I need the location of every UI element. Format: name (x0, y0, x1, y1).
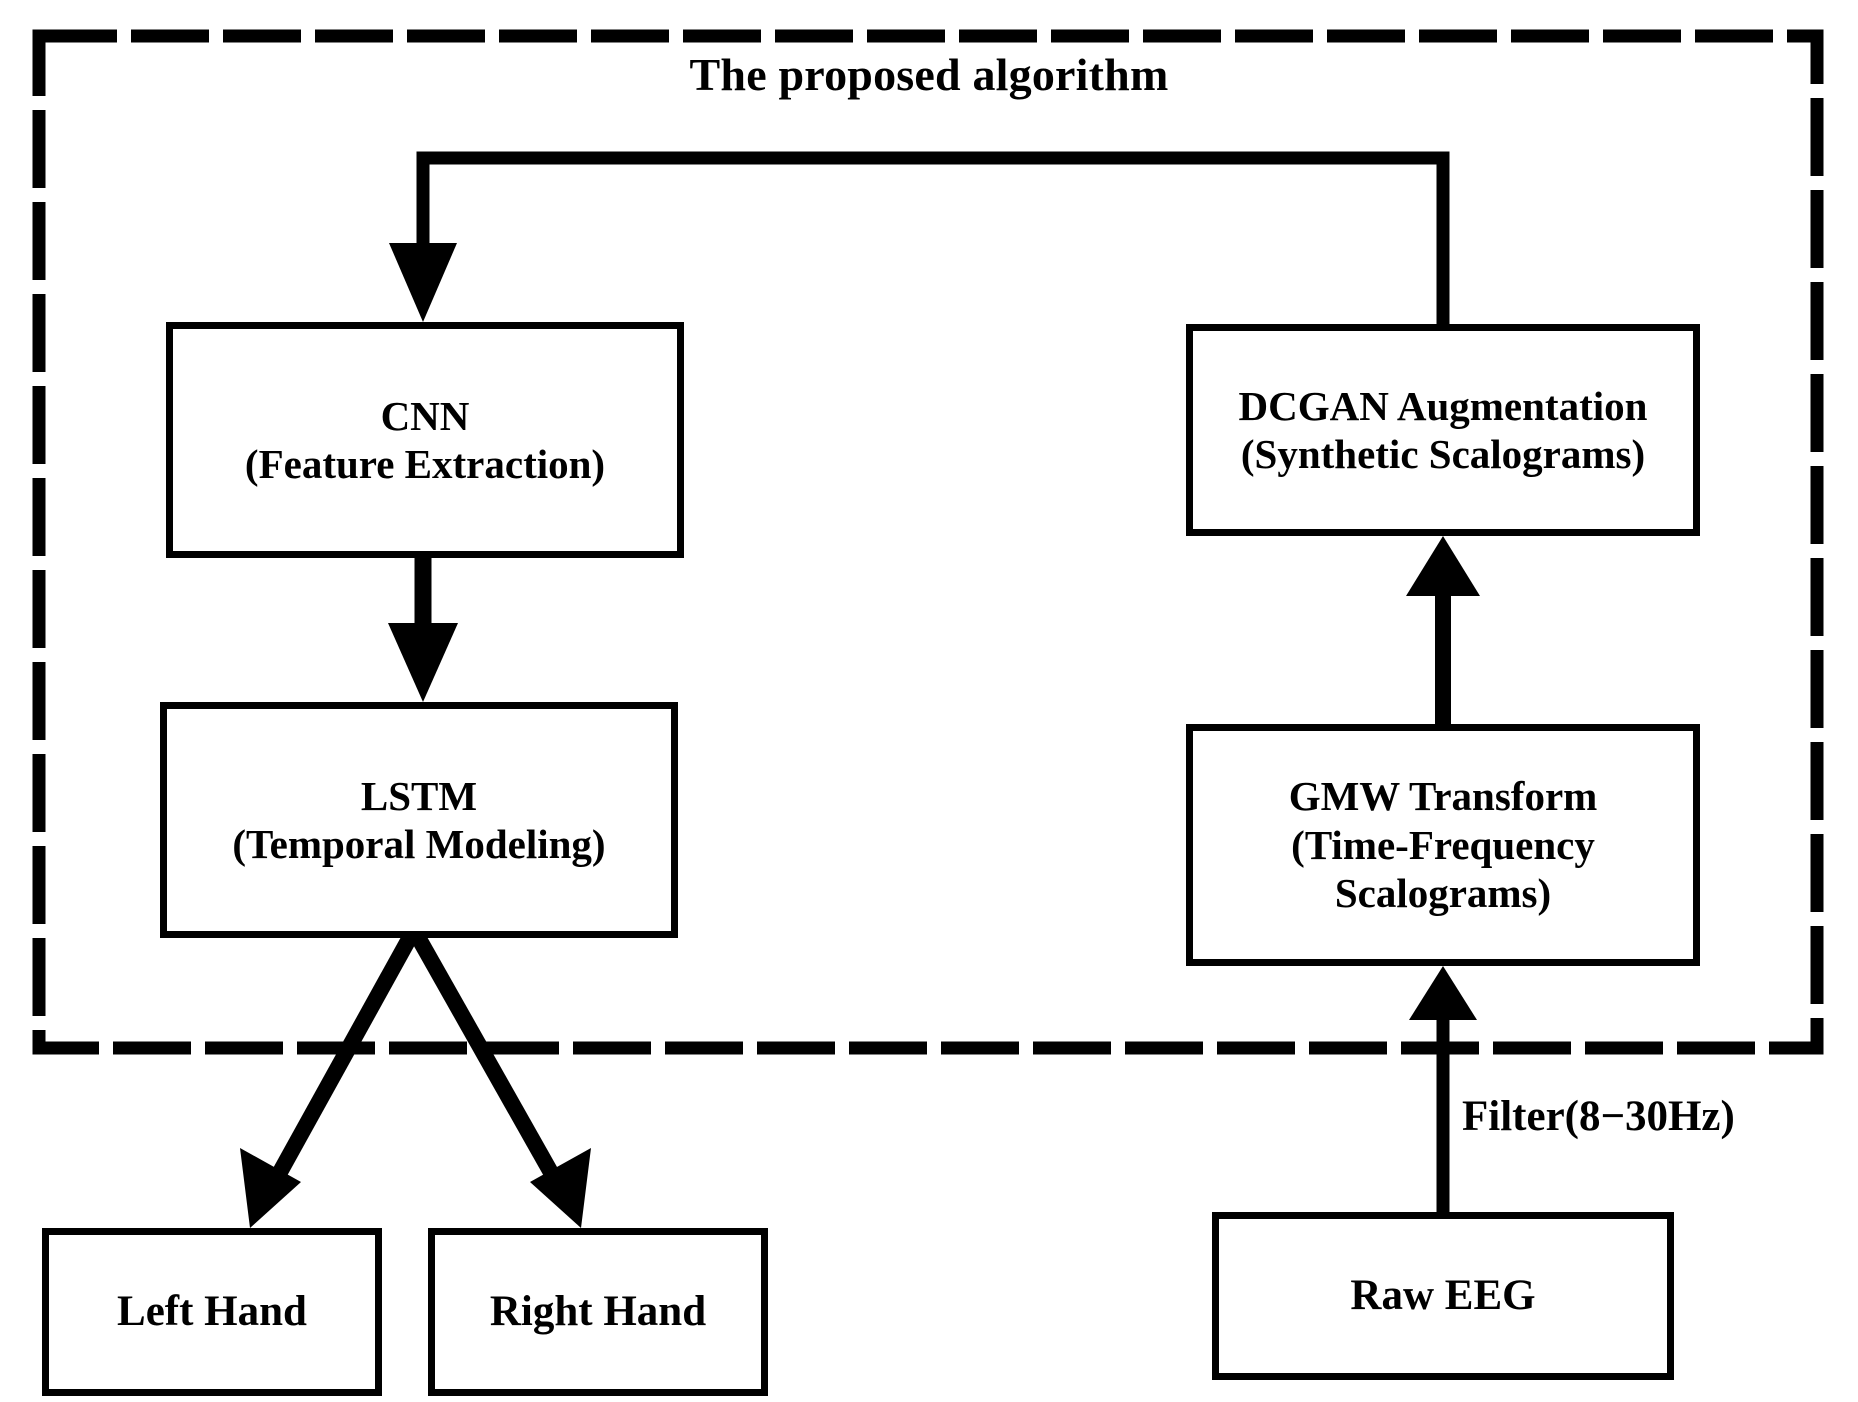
node-lstm[interactable]: LSTM (Temporal Modeling) (160, 702, 678, 938)
page-title: The proposed algorithm (689, 49, 1169, 100)
node-cnn-label: CNN (Feature Extraction) (244, 392, 606, 487)
node-lstm-label: LSTM (Temporal Modeling) (232, 772, 606, 867)
node-right-hand-label: Right Hand (489, 1287, 707, 1335)
arrowhead-into-left-hand (240, 1148, 301, 1228)
node-gmw-transform[interactable]: GMW Transform (Time-Frequency Scalograms… (1186, 724, 1700, 966)
node-dcgan-label: DCGAN Augmentation (Synthetic Scalograms… (1238, 382, 1648, 477)
proposed-algorithm-boundary (32, 29, 1824, 1055)
arrowhead-into-gmw (1409, 966, 1477, 1020)
arrowhead-into-cnn (389, 243, 457, 322)
edge-label-filter: Filter(8−30Hz) (1462, 1093, 1735, 1140)
node-cnn[interactable]: CNN (Feature Extraction) (166, 322, 684, 558)
arrowhead-into-dcgan (1406, 536, 1480, 596)
node-right-hand[interactable]: Right Hand (428, 1228, 768, 1396)
arrowhead-into-lstm (388, 623, 458, 702)
node-raw-eeg[interactable]: Raw EEG (1212, 1212, 1674, 1380)
node-raw-eeg-label: Raw EEG (1350, 1271, 1536, 1319)
edge-lstm-to-left-hand (262, 926, 421, 1196)
node-dcgan-augmentation[interactable]: DCGAN Augmentation (Synthetic Scalograms… (1186, 324, 1700, 536)
node-left-hand-label: Left Hand (117, 1287, 307, 1335)
edge-lstm-to-right-hand (407, 926, 569, 1196)
node-left-hand[interactable]: Left Hand (42, 1228, 382, 1396)
arrowhead-into-right-hand (530, 1148, 591, 1228)
edge-dcgan-to-cnn (416, 151, 1450, 324)
node-gmw-label: GMW Transform (Time-Frequency Scalograms… (1288, 773, 1598, 917)
